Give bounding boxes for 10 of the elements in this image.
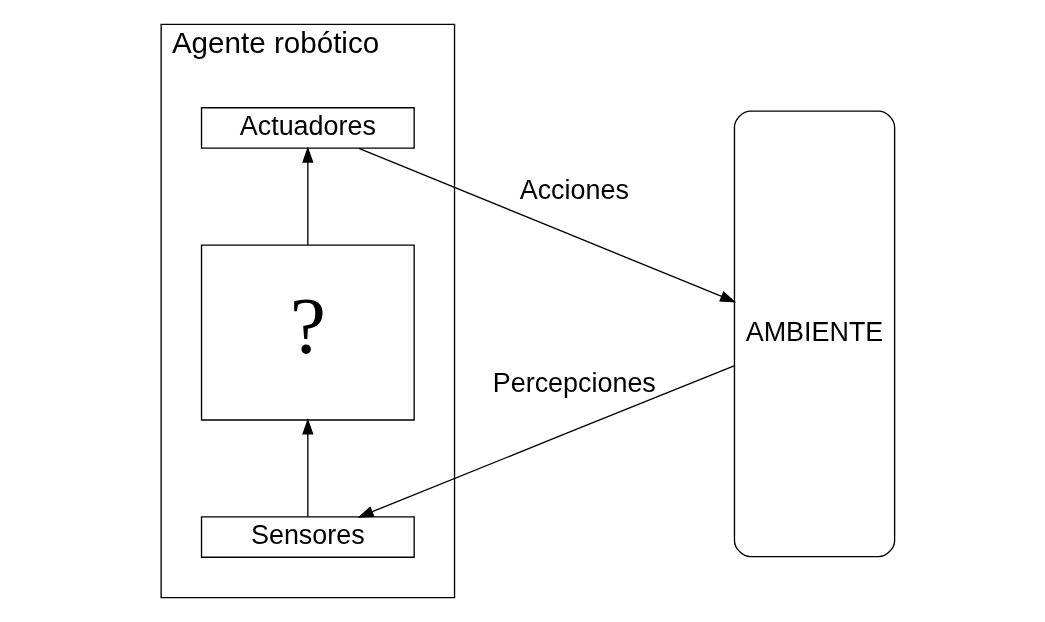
node-box: AMBIENTE xyxy=(733,110,896,558)
edge-label: Percepciones xyxy=(492,367,656,398)
arrow xyxy=(302,418,314,518)
node-box: ? xyxy=(200,244,415,421)
arrow xyxy=(302,146,314,246)
node-box: Sensores xyxy=(200,516,415,558)
arrow xyxy=(358,147,737,303)
arrow xyxy=(357,365,735,518)
node-box: Actuadores xyxy=(200,107,415,149)
edge-label: Acciones xyxy=(519,175,629,206)
